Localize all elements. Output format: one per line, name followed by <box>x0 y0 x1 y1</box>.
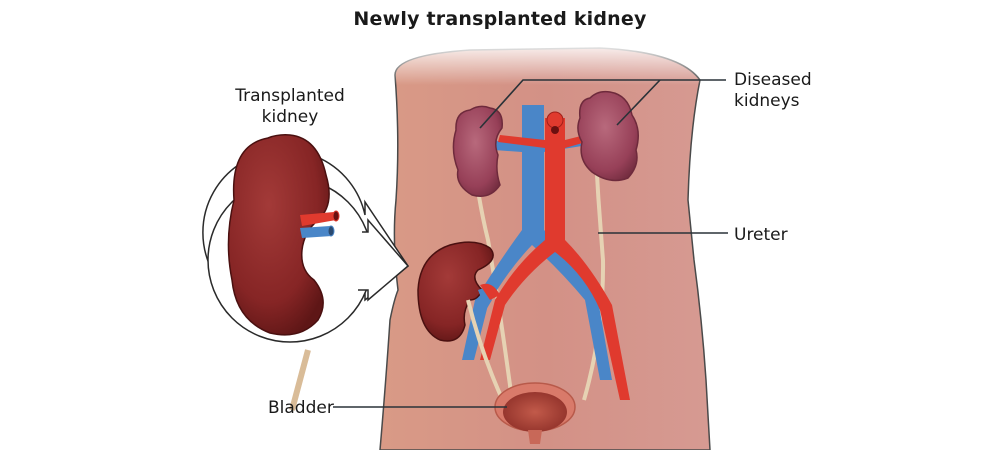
leader-diseased-right <box>616 79 661 126</box>
label-diseased-line1: Diseased <box>734 70 812 90</box>
transplanted-kidney-inset <box>227 134 340 411</box>
label-diseased-kidneys: Diseased kidneys <box>734 70 812 112</box>
aorta <box>480 111 630 400</box>
leader-lines <box>333 79 728 408</box>
bladder <box>494 382 576 444</box>
diseased-kidney-right <box>577 90 639 182</box>
label-transplanted-kidney: Transplanted kidney <box>235 86 345 127</box>
leader-diseased-left <box>479 79 726 129</box>
figure-title: Newly transplanted kidney <box>353 8 647 30</box>
label-bladder: Bladder <box>268 398 334 418</box>
label-diseased-line2: kidneys <box>734 91 800 111</box>
diseased-kidney-left <box>452 105 503 197</box>
label-ureter: Ureter <box>734 225 788 245</box>
ureter-right-native <box>582 139 606 401</box>
